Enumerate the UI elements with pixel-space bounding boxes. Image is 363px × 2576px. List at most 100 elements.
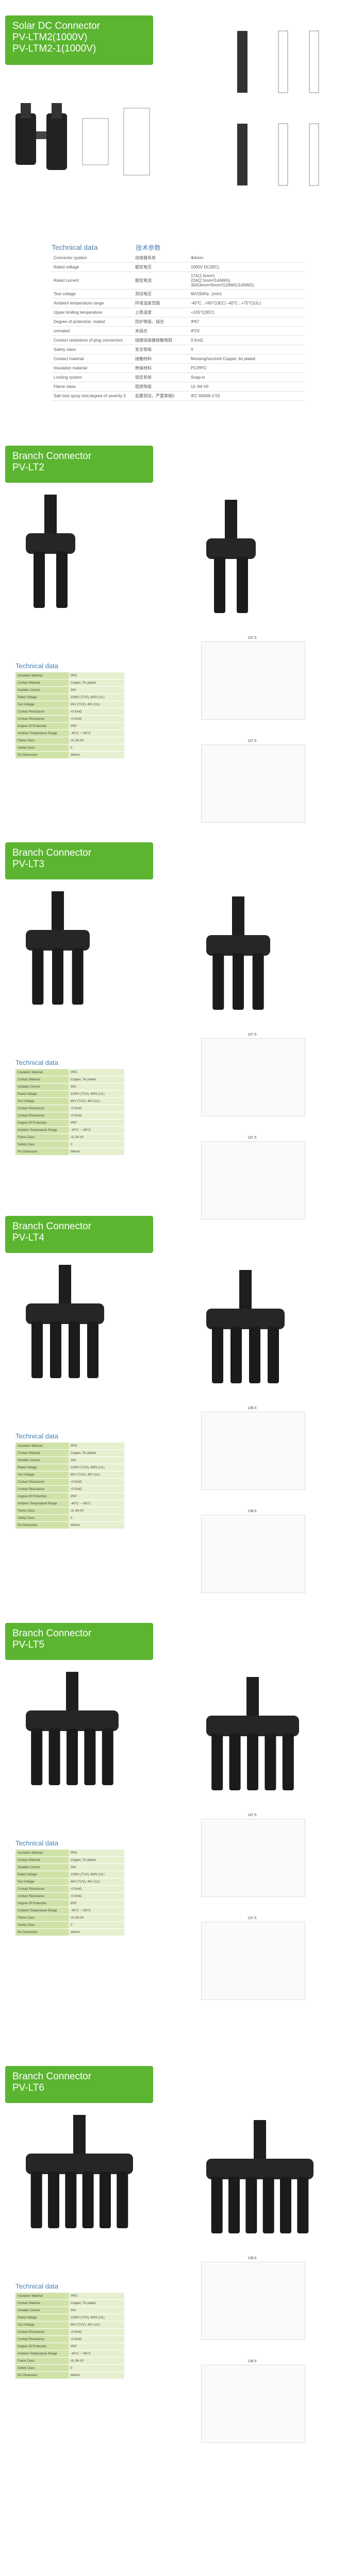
spec-key: Rated Voltage (15, 1871, 69, 1878)
spec-key: Degree Of Protection (15, 1119, 69, 1127)
spec-value: -40°C ~ +90°C (69, 730, 124, 737)
dimension-label: 137.5 (248, 739, 257, 743)
branch-connector-image (26, 1672, 119, 1785)
spec-value: II (69, 744, 124, 752)
spec-value: Copper, Tin plated (69, 1856, 124, 1864)
connector-tech-drawing (237, 30, 319, 186)
spec-value: 6KV (TUV), 4KV (UL) (69, 1878, 124, 1886)
spec-cell-en: Connector system (52, 253, 133, 263)
spec-value: <0.5mΩ (69, 1112, 124, 1120)
spec-value: Copper, Tin plated (69, 1076, 124, 1083)
spec-cell-en: Rated current (52, 272, 133, 290)
spec-value: IP67 (69, 722, 124, 730)
spec-value: IP67 (69, 1493, 124, 1500)
spec-key: Insulation Material (15, 1850, 69, 1857)
spec-value: <0.5mΩ (69, 1105, 124, 1112)
technical-drawing (201, 1141, 305, 1219)
spec-cell-en: Degree of protection, mated (52, 317, 133, 327)
spec-key: Pin Dimension (15, 2371, 69, 2379)
spec-row: Ambient Temperature Range-40°C ~ +90°C (15, 2350, 124, 2358)
spec-key: Pin Dimension (15, 1521, 69, 1529)
spec-key: Flame Class (15, 737, 69, 744)
spec-value: PPO (69, 1850, 124, 1857)
section-tech-title: Technical data (15, 662, 59, 670)
spec-key: Rated Voltage (15, 1090, 69, 1098)
spec-cell-en: Contact resistance of plug connectors (52, 335, 133, 345)
technical-drawing (201, 744, 305, 823)
spec-value: UL 94-V0 (69, 1914, 124, 1922)
spec-value: -40°C ~ +90°C (69, 1907, 124, 1914)
spec-value: II (69, 1921, 124, 1929)
spec-value: 30A (69, 686, 124, 694)
spec-row: Contact Resistance<0.5mΩ (15, 1892, 124, 1900)
technical-drawing (201, 641, 305, 720)
spec-key: Ambient Temperature Range (15, 2350, 69, 2358)
spec-key: Rated Voltage (15, 2314, 69, 2321)
spec-value: <0.5mΩ (69, 1885, 124, 1893)
spec-value: 1000V (TUV), 600V (UL) (69, 1090, 124, 1098)
spec-key: Contact Material (15, 679, 69, 687)
spec-cell-en: Salt mist spray test,degree of severity … (52, 391, 133, 401)
spec-value: 30A (69, 1083, 124, 1091)
spec-key: Degree Of Protection (15, 2343, 69, 2350)
header-line2: PV-LTM2(1000V) (12, 32, 88, 43)
spec-cell-en: Locking system (52, 372, 133, 382)
spec-key: Contact Resistance (15, 1892, 69, 1900)
spec-cell-en: Insulation material (52, 363, 133, 373)
spec-key: Flame Class (15, 2357, 69, 2365)
spec-key: Contact Material (15, 2299, 69, 2307)
spec-value: <0.5mΩ (69, 2335, 124, 2343)
branch-connector-image (26, 891, 90, 1005)
spec-value: -40°C ~ +90°C (69, 1500, 124, 1507)
technical-drawing (201, 1515, 305, 1593)
spec-key: Insulation Material (15, 1443, 69, 1450)
spec-key: Contact Resistance (15, 1885, 69, 1893)
spec-key: Contact Resistance (15, 1485, 69, 1493)
spec-cell-cn: 插拔连接器接触电阻 (133, 335, 189, 345)
spec-key: Contact Material (15, 1076, 69, 1083)
spec-value: IP67 (69, 1900, 124, 1907)
branch-connector-image (206, 896, 270, 1010)
spec-cell-cn: 上限温度 (133, 308, 189, 317)
spec-key: Safety Class (15, 1514, 69, 1522)
spec-value: <0.5mΩ (69, 708, 124, 716)
spec-row: Ambient Temperature Range-40°C ~ +90°C (15, 1907, 124, 1914)
spec-cell-cn: 安全等级 (133, 345, 189, 354)
spec-cell-en: Upper limiting temperature (52, 308, 133, 317)
spec-value: 1000V (TUV), 600V (UL) (69, 1871, 124, 1878)
dimension-label: 137.5 (248, 1814, 257, 1817)
spec-row: Ambient Temperature Range-40°C ~ +90°C (15, 1500, 124, 1507)
technical-drawing (201, 1412, 305, 1490)
spec-cell-val: IP67 (189, 317, 304, 327)
spec-cell-val: Φ4mm (189, 253, 304, 263)
spec-row: Contact Resistance<0.5mΩ (15, 715, 124, 723)
spec-cell-cn: 连接器系统 (133, 253, 189, 263)
spec-key: Suitable Current (15, 1083, 69, 1091)
spec-key: Flame Class (15, 1133, 69, 1141)
spec-key: Safety Class (15, 2364, 69, 2372)
header-banner: Solar DC Connector PV-LTM2(1000V) PV-LTM… (5, 15, 153, 65)
spec-key: Contact Resistance (15, 1105, 69, 1112)
